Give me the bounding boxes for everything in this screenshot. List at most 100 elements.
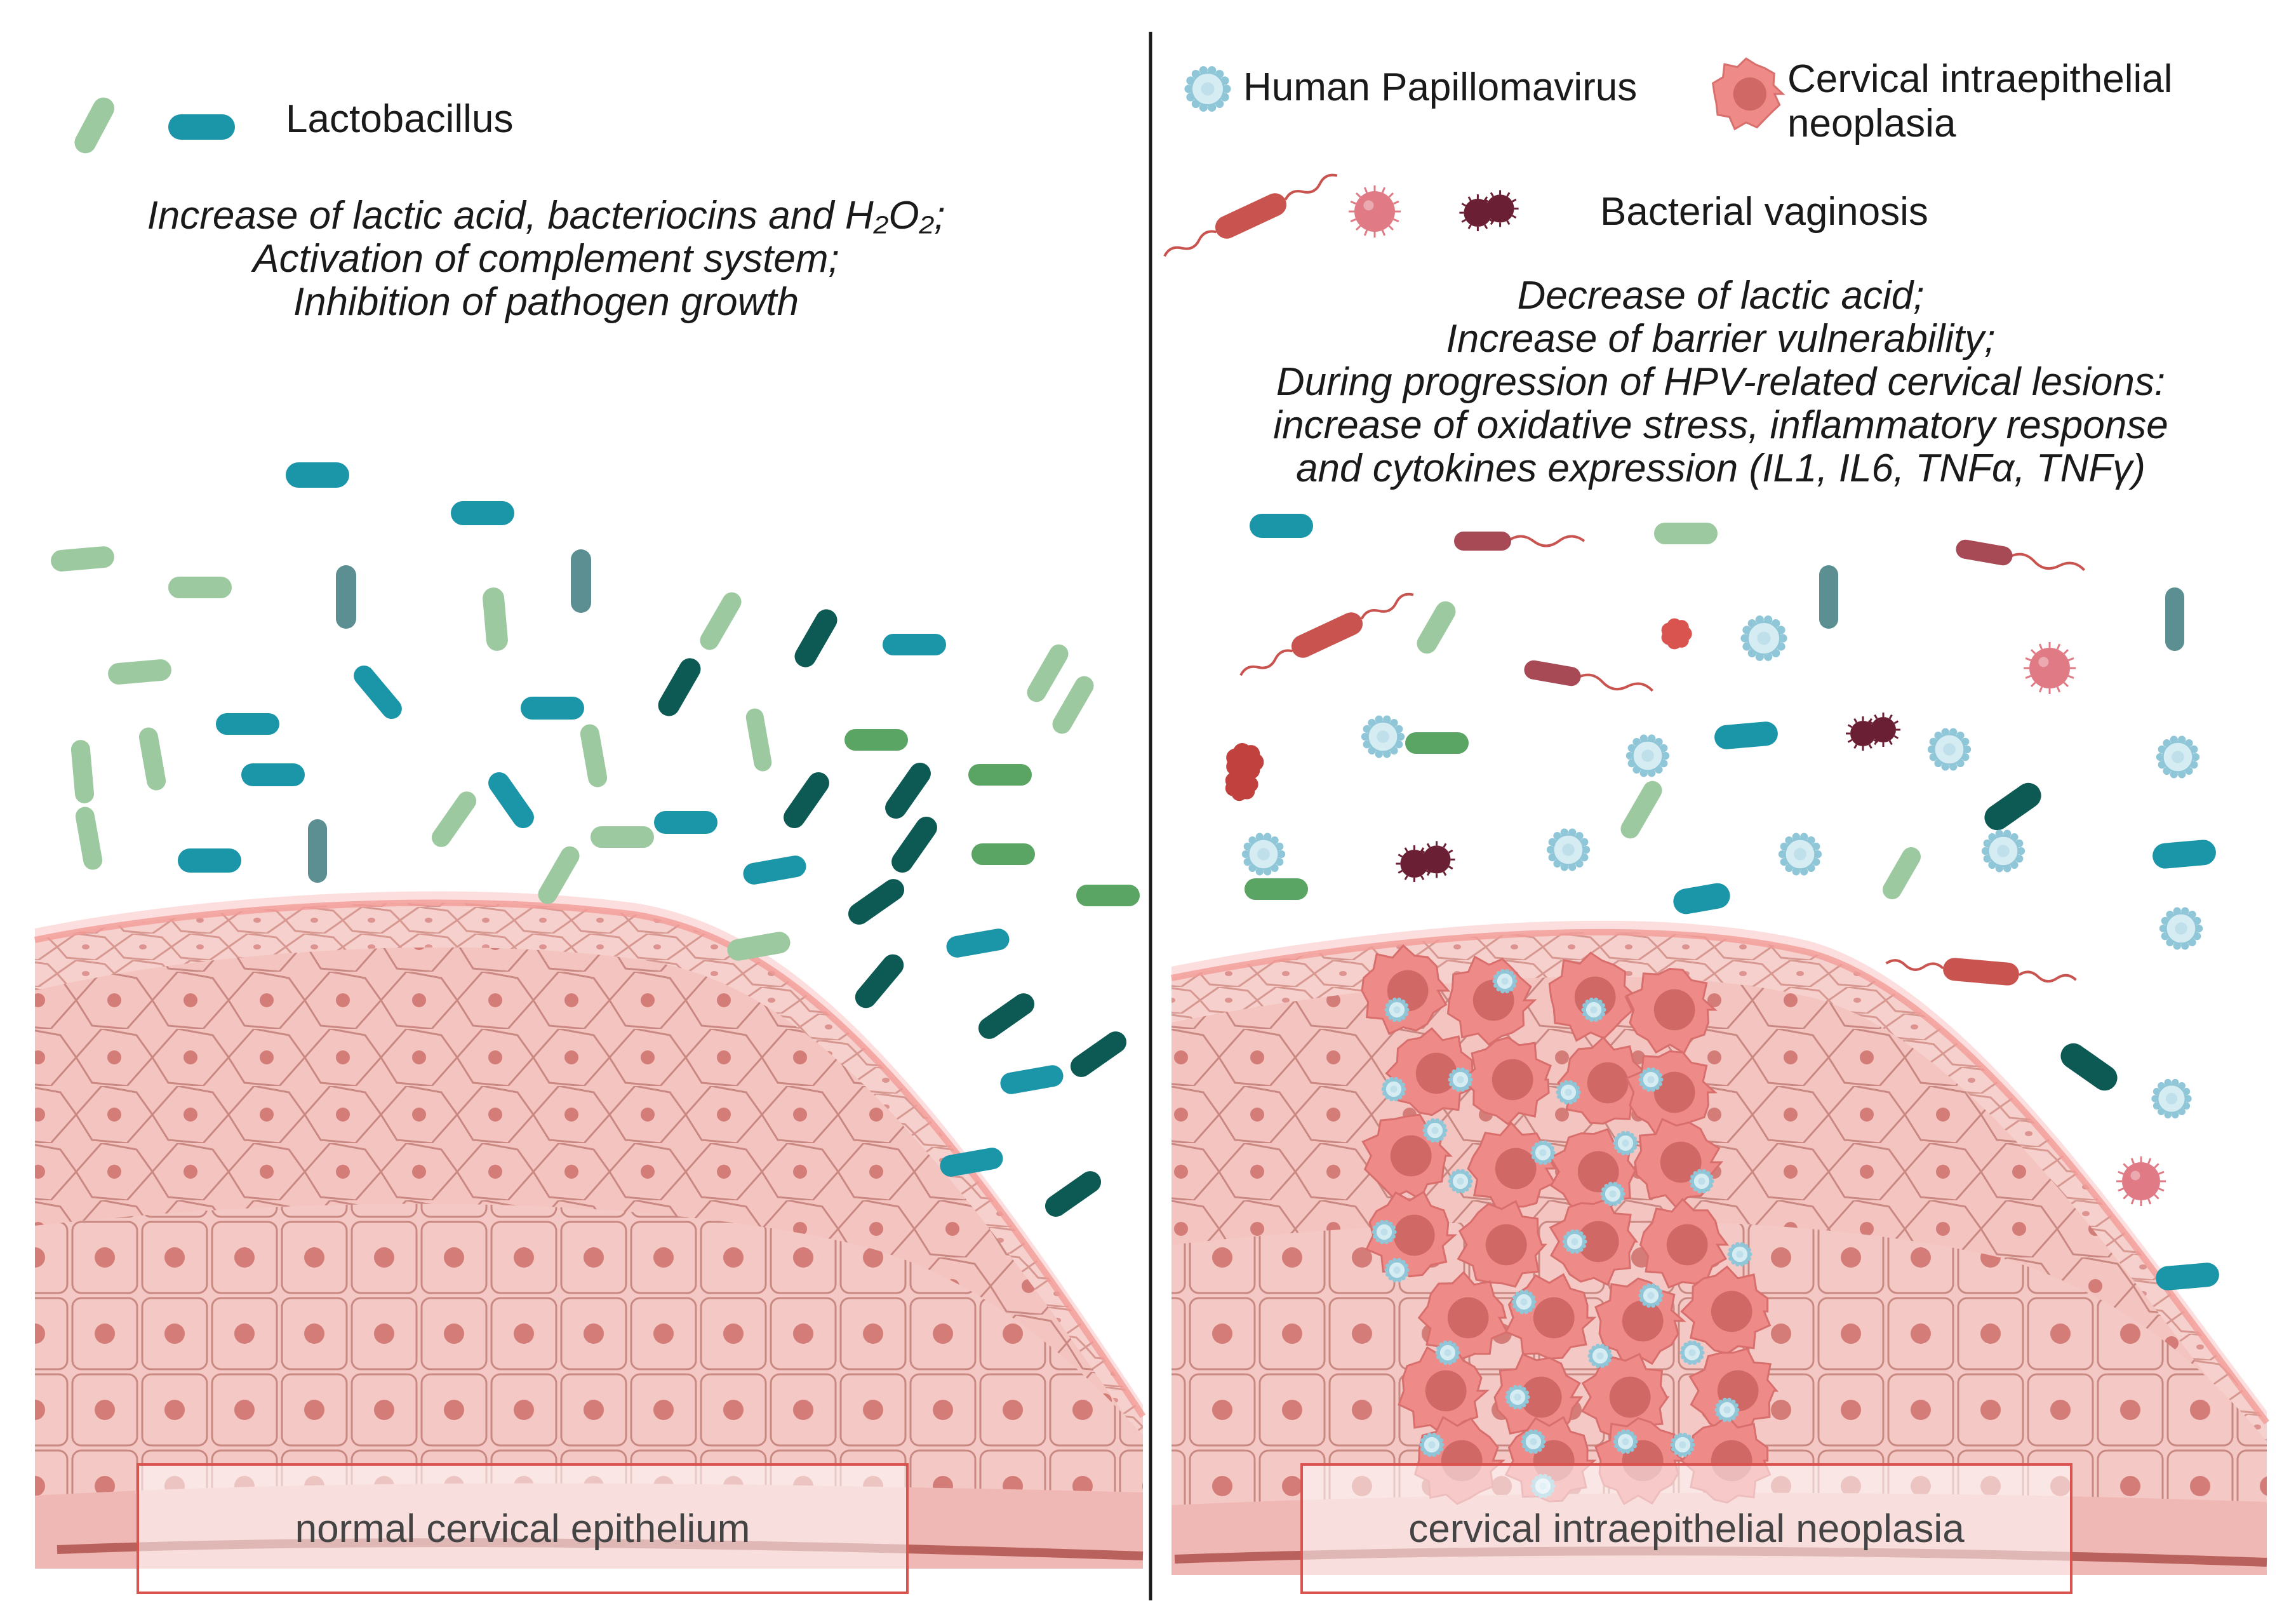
hpv-particle <box>1505 1384 1530 1410</box>
lactobacillus-rod <box>354 665 402 720</box>
hpv-particle <box>1600 1181 1625 1207</box>
lactobacillus-rod <box>844 729 908 751</box>
cin-cell <box>1467 1121 1557 1212</box>
lactobacillus-rod <box>885 762 931 819</box>
normal-epithelium-label: normal cervical epithelium <box>137 1463 909 1594</box>
lactobacillus-rod <box>488 772 534 829</box>
lactobacillus-rod <box>784 772 829 829</box>
effect-line-3: Inhibition of pathogen growth <box>293 280 799 324</box>
lactobacillus-rod <box>1245 878 1308 900</box>
hpv-particle <box>1727 1242 1752 1267</box>
lactobacillus-rod <box>1070 1031 1127 1077</box>
hpv-particle <box>1740 615 1787 661</box>
lactobacillus-rod <box>451 501 514 525</box>
left-lactobacilli <box>51 462 1140 1217</box>
diplococcus-bacterium <box>1396 841 1455 882</box>
normal-epithelium-illustration <box>34 891 1146 1569</box>
hpv-particle <box>1679 1340 1705 1365</box>
cin-cell <box>1385 1027 1476 1116</box>
hpv-particle <box>1981 829 2026 873</box>
hpv-particle <box>1581 997 1606 1022</box>
hpv-particle <box>1530 1140 1556 1165</box>
lactobacillus-rod <box>1000 1065 1064 1094</box>
lactobacillus-rod <box>794 609 838 667</box>
hpv-particle <box>1625 734 1670 777</box>
lactobacillus-rod <box>538 846 580 904</box>
bacterial-vaginosis-icon <box>1163 173 1519 257</box>
lactobacillus-rod <box>1673 883 1730 915</box>
lactobacillus-rod <box>1076 885 1140 906</box>
lactobacillus-rod <box>1027 644 1069 702</box>
lactobacillus-rod <box>946 928 1010 958</box>
hpv-particle <box>1372 1219 1397 1245</box>
lactobacillus-rod <box>308 819 327 883</box>
cin-cell <box>1457 1200 1547 1288</box>
hpv-particle <box>1361 715 1405 758</box>
lactobacillus-rod <box>743 855 806 885</box>
lactobacillus-legend-label: Lactobacillus <box>286 97 514 141</box>
dys-effect-line-4: increase of oxidative stress, inflammato… <box>1273 403 2168 447</box>
flagellated-rod-bacterium <box>1163 173 1338 257</box>
lactobacillus-rod <box>178 848 241 873</box>
hpv-particle <box>1638 1283 1664 1308</box>
cin-cell <box>1680 1265 1772 1355</box>
hpv-particle <box>1435 1340 1460 1365</box>
dys-effect-line-5: and cytokines expression (IL1, IL6, TNFα… <box>1296 446 2146 490</box>
lactobacillus-rod <box>1714 721 1778 749</box>
lactobacillus-rod <box>848 879 905 925</box>
lactobacillus-rod <box>1417 601 1456 654</box>
lactobacillus-rod <box>654 811 718 834</box>
lactobacillus-rod <box>483 587 508 651</box>
clustered-bacterium <box>1661 618 1692 650</box>
dys-effect-line-3: During progression of HPV-related cervic… <box>1276 360 2166 404</box>
lactobacillus-rod <box>521 697 584 720</box>
hpv-particle <box>1613 1130 1638 1156</box>
lactobacillus-rod <box>1250 514 1313 538</box>
hpv-particle <box>1670 1432 1695 1458</box>
lactobacillus-rod <box>1405 732 1469 754</box>
cin-cell <box>1580 1353 1670 1441</box>
cin-label-text: cervical intraepithelial neoplasia <box>1408 1506 1965 1551</box>
lactobacillus-rod <box>658 658 701 716</box>
lactobacillus-rod <box>51 546 114 572</box>
hpv-particle <box>1927 728 1972 771</box>
lactobacillus-rod <box>70 740 95 803</box>
lactobacillus-rod <box>1984 782 2041 831</box>
hpv-particle <box>1384 1257 1410 1283</box>
lactobacillus-rod <box>216 713 279 735</box>
lactobacillus-effects: Increase of lactic acid, bacteriocins an… <box>70 194 1022 324</box>
hpv-particle <box>1613 1429 1638 1454</box>
lactobacillus-rod <box>700 592 742 650</box>
lactobacillus-rod <box>1045 1171 1102 1217</box>
lactobacillus-rod <box>2156 1263 2219 1290</box>
lactobacillus-rod <box>727 932 791 961</box>
hpv-particle <box>2159 907 2203 950</box>
lactobacillus-rod <box>1883 847 1921 899</box>
coccus-bacterium <box>1349 185 1401 238</box>
lactobacillus-rod <box>168 577 232 598</box>
lactobacillus-rod <box>883 634 946 655</box>
dys-effect-line-2: Increase of barrier vulnerability; <box>1446 317 1996 361</box>
cin-cell <box>1625 967 1718 1055</box>
hpv-virus-icon <box>1184 66 1231 112</box>
cin-cell <box>1548 951 1639 1042</box>
hpv-particle <box>1714 1397 1740 1423</box>
lactobacillus-rod <box>745 708 772 772</box>
cin-legend-line-2: neoplasia <box>1787 102 1956 145</box>
hpv-particle <box>1778 833 1822 876</box>
effect-line-2: Activation of complement system; <box>253 237 839 281</box>
hpv-particle <box>1448 1067 1473 1092</box>
right-microbes <box>1225 514 2219 1290</box>
lactobacillus-rod <box>971 843 1035 865</box>
hpv-particle <box>1241 833 1286 876</box>
lactobacillus-rod <box>891 816 937 873</box>
lactobacillus-rod <box>1052 676 1094 734</box>
lactobacillus-rod <box>940 1148 1003 1177</box>
lactobacillus-rod <box>2165 587 2184 651</box>
cin-legend-line-1: Cervical intraepithelial <box>1787 57 2173 101</box>
cin-cell <box>1461 1036 1552 1126</box>
hpv-particle <box>2151 1078 2192 1119</box>
hpv-particle <box>1381 1076 1406 1102</box>
lactobacillus-rods-icon <box>74 97 235 154</box>
hpv-particle <box>1419 1432 1445 1458</box>
